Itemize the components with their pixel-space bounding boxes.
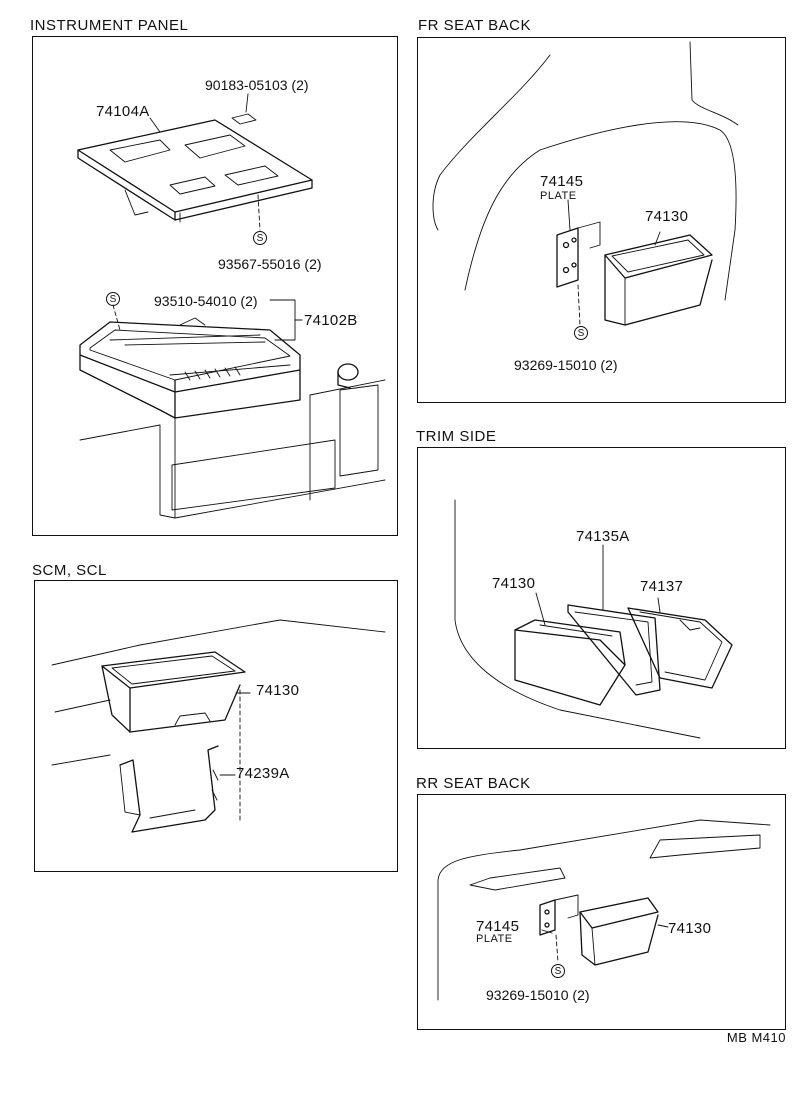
fr-label-plate: PLATE bbox=[540, 190, 577, 202]
rr-label-93269: 93269-15010 (2) bbox=[486, 987, 590, 1003]
trim-label-74137: 74137 bbox=[640, 578, 684, 595]
trim-frame-shape bbox=[567, 604, 661, 696]
fr-label-74130: 74130 bbox=[645, 208, 689, 225]
fr-label-93269: 93269-15010 (2) bbox=[514, 357, 618, 373]
trim-label-74135a: 74135A bbox=[576, 528, 630, 545]
rr-plate-shape bbox=[539, 894, 579, 936]
bracket-74104a-shape bbox=[77, 119, 313, 223]
fr-seat-back-diagram bbox=[417, 37, 786, 403]
trim-label-74130: 74130 bbox=[492, 575, 536, 592]
screw-symbol-93567: S bbox=[253, 231, 267, 245]
rr-screw-symbol: S bbox=[551, 964, 565, 978]
label-93510-54010: 93510-54010 (2) bbox=[154, 293, 258, 309]
label-74102b: 74102B bbox=[304, 312, 358, 329]
scm-label-74239a: 74239A bbox=[236, 765, 290, 782]
fr-ashtray-shape bbox=[604, 234, 713, 326]
scm-scl-title: SCM, SCL bbox=[32, 562, 107, 579]
rr-ashtray-shape bbox=[579, 897, 659, 966]
label-74104a: 74104A bbox=[96, 103, 150, 120]
rr-seat-back-diagram bbox=[417, 794, 786, 1030]
scm-scl-diagram bbox=[34, 580, 398, 872]
fr-screw-symbol: S bbox=[574, 326, 588, 340]
screw-symbol-93510: S bbox=[106, 292, 120, 306]
trim-side-diagram bbox=[417, 447, 786, 749]
trim-housing-shape bbox=[627, 607, 733, 689]
rr-label-plate: PLATE bbox=[476, 933, 513, 945]
label-90183-05103: 90183-05103 (2) bbox=[205, 77, 309, 93]
rr-seat-back-title: RR SEAT BACK bbox=[416, 775, 531, 792]
diagram-code: MB M410 bbox=[726, 1030, 786, 1045]
instrument-panel-title: INSTRUMENT PANEL bbox=[30, 17, 189, 34]
label-93567-55016: 93567-55016 (2) bbox=[218, 256, 322, 272]
trim-ashtray-shape bbox=[514, 619, 626, 706]
rr-label-74145: 74145 bbox=[476, 918, 520, 935]
rr-label-74130: 74130 bbox=[668, 920, 712, 937]
instrument-panel-diagram bbox=[32, 36, 398, 536]
drawer-74102b-shape bbox=[79, 317, 301, 419]
fr-label-74145: 74145 bbox=[540, 173, 584, 190]
trim-side-title: TRIM SIDE bbox=[416, 428, 497, 445]
scm-ashtray-shape bbox=[101, 651, 246, 733]
scm-label-74130: 74130 bbox=[256, 682, 300, 699]
fr-seat-back-title: FR SEAT BACK bbox=[418, 17, 531, 34]
scm-bracket-shape bbox=[119, 745, 219, 833]
fr-plate-shape bbox=[556, 221, 601, 288]
